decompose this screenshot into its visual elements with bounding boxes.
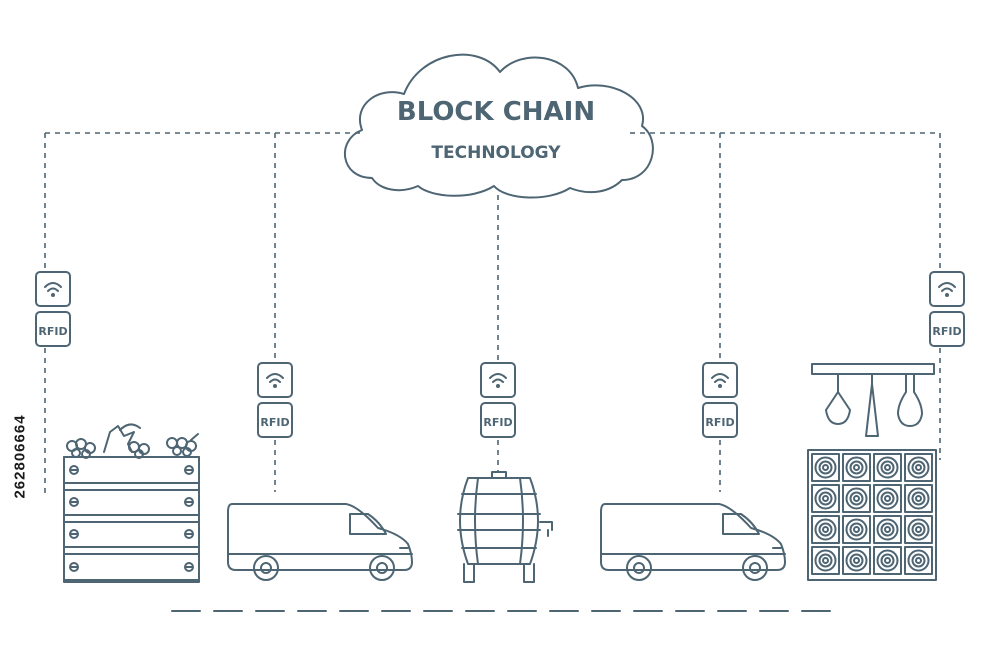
- bottle-end: [853, 557, 860, 564]
- rack-cell: [811, 546, 840, 575]
- rack-cell: [811, 515, 840, 544]
- wifi-icon: [496, 384, 500, 388]
- bottle-end: [849, 460, 864, 475]
- rfid-tag: RFID: [929, 271, 965, 347]
- rfid-label: RFID: [260, 416, 289, 429]
- bottle-end: [880, 522, 895, 537]
- bottle-end: [814, 518, 837, 541]
- rfid-label: RFID: [932, 325, 961, 338]
- bottle-end: [814, 456, 837, 479]
- bottle-end: [884, 526, 891, 533]
- bottle-end: [849, 553, 864, 568]
- rfid-label: RFID: [483, 416, 512, 429]
- bottle-end: [876, 549, 899, 572]
- bottle-end: [907, 456, 930, 479]
- wine-barrel-icon: [457, 471, 553, 583]
- bottle-end: [884, 557, 891, 564]
- rack-cell: [873, 453, 902, 482]
- wine-rack-icon: [807, 449, 937, 581]
- bottle-end: [907, 487, 930, 510]
- rfid-tag: RFID: [702, 362, 738, 438]
- rack-cell: [811, 453, 840, 482]
- bottle-end: [880, 491, 895, 506]
- wifi-icon: [51, 293, 55, 297]
- wifi-icon: [718, 384, 722, 388]
- grape-crate-icon: [63, 423, 200, 583]
- bottle-end: [822, 495, 829, 502]
- bottle-end: [911, 460, 926, 475]
- bottle-end: [915, 495, 922, 502]
- bottle-end: [845, 456, 868, 479]
- bottle-end: [911, 522, 926, 537]
- bottle-end: [876, 487, 899, 510]
- bottle-end: [814, 487, 837, 510]
- bottle-end: [849, 491, 864, 506]
- bottle-end: [880, 460, 895, 475]
- bottle-end: [814, 549, 837, 572]
- bottle-end: [822, 464, 829, 471]
- bottle-end: [876, 456, 899, 479]
- rack-cell: [873, 546, 902, 575]
- wifi-icon: [273, 384, 277, 388]
- wine-glasses-icon: [811, 363, 935, 437]
- rack-cell: [811, 484, 840, 513]
- blockchain-cloud: BLOCK CHAIN TECHNOLOGY: [344, 53, 654, 199]
- bottle-end: [915, 464, 922, 471]
- bottle-end: [853, 464, 860, 471]
- bottle-end: [876, 518, 899, 541]
- rack-cell: [904, 546, 933, 575]
- rfid-tag: RFID: [480, 362, 516, 438]
- rack-cell: [873, 515, 902, 544]
- bottle-end: [845, 549, 868, 572]
- bottle-end: [845, 518, 868, 541]
- bottle-end: [907, 549, 930, 572]
- bottle-end: [818, 522, 833, 537]
- rack-cell: [842, 515, 871, 544]
- rack-cell: [873, 484, 902, 513]
- bottle-end: [818, 553, 833, 568]
- rfid-tag: RFID: [35, 271, 71, 347]
- bottle-end: [853, 526, 860, 533]
- bottle-end: [907, 518, 930, 541]
- rack-cell: [842, 546, 871, 575]
- bottle-end: [915, 557, 922, 564]
- bottle-end: [915, 526, 922, 533]
- bottle-end: [911, 553, 926, 568]
- rack-cell: [904, 453, 933, 482]
- cloud-title: BLOCK CHAIN: [397, 97, 595, 127]
- bottle-end: [849, 522, 864, 537]
- rack-cell: [904, 484, 933, 513]
- rack-cell: [842, 484, 871, 513]
- rack-cell: [904, 515, 933, 544]
- rfid-label: RFID: [38, 325, 67, 338]
- bottle-end: [853, 495, 860, 502]
- rfid-label: RFID: [705, 416, 734, 429]
- wifi-icon: [945, 293, 949, 297]
- bottle-end: [818, 460, 833, 475]
- bottle-end: [911, 491, 926, 506]
- bottle-end: [880, 553, 895, 568]
- bottle-end: [884, 495, 891, 502]
- network-lines: [44, 132, 941, 495]
- cloud-subtitle: TECHNOLOGY: [431, 143, 561, 163]
- bottle-end: [822, 526, 829, 533]
- bottle-end: [822, 557, 829, 564]
- rack-cell: [842, 453, 871, 482]
- rfid-tag: RFID: [257, 362, 293, 438]
- bottle-end: [845, 487, 868, 510]
- bottle-end: [884, 464, 891, 471]
- bottle-end: [818, 491, 833, 506]
- delivery-van-icon: [227, 503, 413, 581]
- delivery-van-icon: [600, 503, 786, 581]
